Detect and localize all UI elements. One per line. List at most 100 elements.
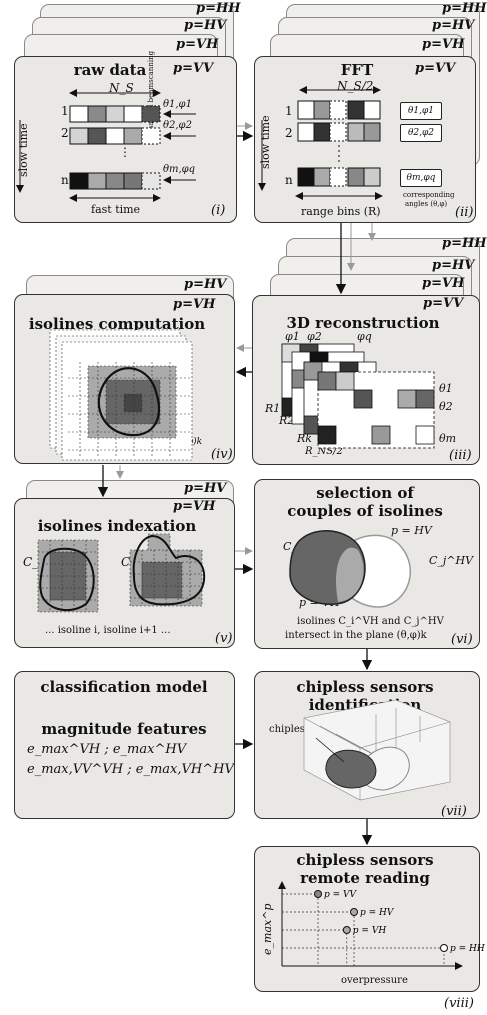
panel-title: 3D reconstruction: [286, 314, 440, 332]
corr-label: corresponding: [403, 191, 455, 199]
pol-label: p=VV: [173, 61, 214, 76]
pol-label: p=VH: [173, 499, 216, 514]
features-line: e_max,VV^VH ; e_max,VH^HV: [27, 762, 234, 777]
data-point-label: p = HV: [360, 908, 395, 918]
roman-label: (vi): [451, 632, 473, 647]
data-point-label: p = VH: [353, 926, 387, 936]
roman-label: (v): [215, 631, 233, 646]
range-label: Rk: [297, 432, 312, 445]
isoline-intersection: [336, 547, 364, 602]
panel-title: isolines computation: [28, 315, 206, 333]
angle-box: θm,φq: [400, 169, 442, 187]
pol-inline-label: p = HV: [391, 524, 432, 537]
pol-label: p=VH: [422, 276, 465, 291]
row-label: 2: [61, 126, 69, 140]
features-title: magnitude features: [41, 720, 207, 738]
row-label: n: [61, 173, 69, 187]
phi-label: φ1: [285, 330, 300, 343]
angle-label: θ1,φ1: [163, 99, 192, 110]
pol-label: p=HV: [184, 481, 227, 496]
pol-label: p=HV: [432, 18, 475, 33]
layer: [317, 371, 435, 449]
angle-box: θ1,φ1: [400, 102, 442, 120]
data-point: [342, 926, 351, 934]
row-bar: [69, 172, 161, 190]
raw-data-matrix: [16, 89, 196, 202]
isoline-grid-cells: [68, 362, 190, 456]
panel-title: isolines indexation: [37, 517, 197, 535]
pol-label: p=HV: [184, 277, 227, 292]
sensor-shape-vh: [325, 749, 377, 789]
phi-label: φq: [357, 330, 372, 343]
row-bar: [297, 122, 381, 142]
roman-label: (iv): [211, 447, 233, 462]
pol-label: p=VH: [176, 37, 219, 52]
angle-box: θ2,φ2: [400, 124, 442, 142]
isoline-footnote: ... isoline i, isoline i+1 ...: [45, 625, 171, 636]
roman-label: (viii): [444, 996, 474, 1011]
theta-label: θ2: [439, 400, 453, 413]
row-label: 2: [285, 126, 293, 140]
data-point-label: p = VV: [324, 890, 358, 900]
chart-marks: p = VVp = HV p = VH p = HH: [282, 890, 485, 966]
ns-label: N_S: [109, 81, 134, 95]
row-label: 1: [61, 104, 69, 118]
panel-title: couples of isolines: [287, 502, 443, 520]
pol-label: p=HV: [432, 258, 475, 273]
row-dots: ⋮: [119, 145, 131, 159]
roman-label: (ii): [455, 205, 474, 220]
isoline-label: C_j^HV: [429, 554, 474, 567]
isoline-index-grid-2: [129, 533, 203, 607]
reconstruction-stack: [281, 343, 435, 449]
fft-matrix: [258, 86, 383, 200]
pol-label: p=HV: [184, 18, 227, 33]
range-label: R_NS/2: [305, 446, 343, 457]
panel-remote-reading: chipless sensors remote reading overpres…: [254, 846, 480, 992]
panel-title: classification model: [40, 678, 208, 696]
panel-title: FFT: [340, 61, 374, 79]
range-label: R1: [265, 402, 281, 415]
range-bins-label: range bins (R): [301, 205, 381, 218]
theta-label: θm: [439, 432, 457, 445]
pol-label: p=VH: [422, 37, 465, 52]
panel-title: chipless sensors: [296, 678, 434, 696]
pol-label: p=HH: [442, 236, 487, 251]
isoline-contour: [97, 367, 161, 437]
theta-label: θ1: [439, 382, 453, 395]
isoline-contour: [132, 534, 206, 606]
isolines-caption: isolines C_i^VH and C_j^HV: [297, 616, 444, 627]
row-bar: [297, 100, 381, 120]
roman-label: (iii): [449, 448, 472, 463]
phi-label: φ2: [307, 330, 322, 343]
isolines-caption: intersect in the plane (θ,φ)k: [285, 630, 427, 641]
corr-label: angles (θ,φ): [405, 200, 448, 208]
row-label: n: [285, 173, 293, 187]
row-bar: [297, 167, 381, 187]
roman-label: (i): [211, 203, 226, 218]
pol-label: p=HH: [442, 1, 487, 16]
features-line: e_max^VH ; e_max^HV: [27, 742, 187, 757]
isoline-contour: [39, 547, 95, 612]
angle-label: θ2,φ2: [163, 120, 192, 131]
chart-axes: [278, 881, 463, 970]
data-point-label: p = HH: [450, 944, 485, 954]
panel-title: chipless sensors: [296, 851, 434, 869]
pol-label: p=VV: [423, 296, 464, 311]
guide-line: [282, 947, 445, 966]
pol-label: p=VV: [415, 61, 456, 76]
range-label: R2: [279, 414, 295, 427]
row-bar: [69, 127, 161, 145]
data-point: [314, 890, 322, 898]
row-label: 1: [285, 104, 293, 118]
panel-title: raw data: [73, 61, 147, 79]
chart-x-label: overpressure: [341, 975, 408, 986]
data-point: [440, 944, 448, 952]
data-point: [350, 908, 358, 916]
panel-title: remote reading: [300, 869, 430, 887]
panel-classification: classification model magnitude features …: [14, 671, 235, 819]
roman-label: (vii): [441, 804, 467, 819]
angle-label: θm,φq: [163, 164, 196, 175]
row-bar: [69, 105, 161, 123]
pol-label: p=VH: [173, 297, 216, 312]
